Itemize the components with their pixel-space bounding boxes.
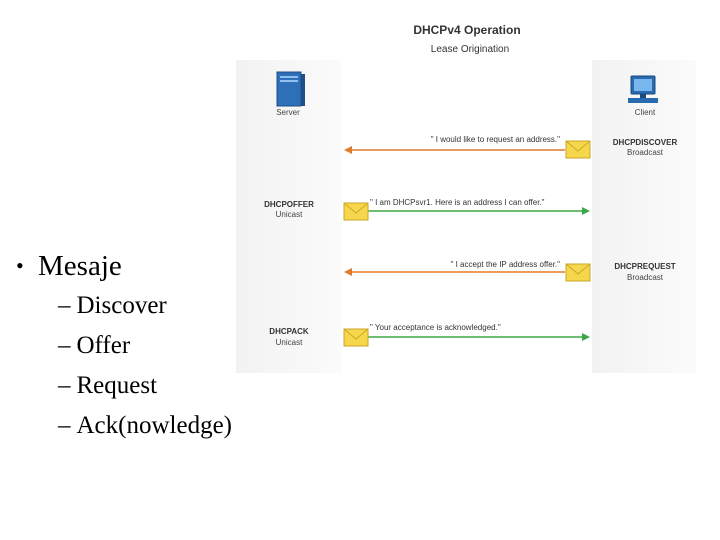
bullet-list: • Mesaje –Discover –Offer –Request –Ack(… [16, 246, 232, 446]
arrowhead [344, 146, 352, 154]
server-column [236, 60, 342, 373]
message-quote: " I accept the IP address offer." [451, 260, 561, 269]
left-label: DHCPOFFER [264, 200, 314, 209]
server-label: Server [276, 108, 300, 117]
client-label: Client [635, 108, 656, 117]
right-sub: Broadcast [627, 148, 664, 157]
sub-bullet-text: Ack(nowledge) [76, 412, 233, 439]
message-offer: " I am DHCPsvr1. Here is an address I ca… [264, 198, 590, 221]
sub-bullet: –Request [58, 372, 158, 399]
message-request: " I accept the IP address offer." DHCPRE… [344, 260, 676, 282]
message-quote: " I would like to request an address." [431, 135, 560, 144]
client-column [592, 60, 696, 373]
left-sub: Unicast [276, 338, 303, 347]
sub-bullet-text: Discover [76, 292, 167, 319]
left-label: DHCPACK [269, 327, 309, 336]
sub-bullet-text: Request [76, 372, 158, 399]
right-label: DHCPDISCOVER [613, 138, 678, 147]
right-label: DHCPREQUEST [614, 262, 675, 271]
left-sub: Unicast [276, 210, 303, 219]
server-icon [276, 71, 305, 107]
sub-bullet: –Discover [58, 292, 167, 319]
envelope-icon [565, 140, 591, 159]
bullet-main: • Mesaje [16, 246, 232, 286]
envelope-icon [343, 328, 369, 347]
right-sub: Broadcast [627, 273, 664, 282]
client-icon [628, 75, 658, 103]
sub-bullet-text: Offer [76, 332, 131, 359]
arrowhead [582, 207, 590, 215]
message-quote: " I am DHCPsvr1. Here is an address I ca… [370, 198, 545, 207]
arrowhead [344, 268, 352, 276]
sub-bullet: –Ack(nowledge) [58, 412, 233, 439]
message-ack: " Your acceptance is acknowledged." DHCP… [269, 323, 590, 347]
envelope-icon [343, 202, 369, 221]
bullet-main-text: Mesaje [38, 250, 122, 282]
bullet-dot: • [16, 253, 24, 278]
arrowhead [582, 333, 590, 341]
diagram-subtitle: Lease Origination [431, 44, 509, 55]
envelope-icon [565, 263, 591, 282]
message-discover: " I would like to request an address." D… [344, 135, 678, 159]
sub-bullet: –Offer [58, 332, 131, 359]
message-quote: " Your acceptance is acknowledged." [370, 323, 501, 332]
diagram-title: DHCPv4 Operation [413, 23, 520, 37]
